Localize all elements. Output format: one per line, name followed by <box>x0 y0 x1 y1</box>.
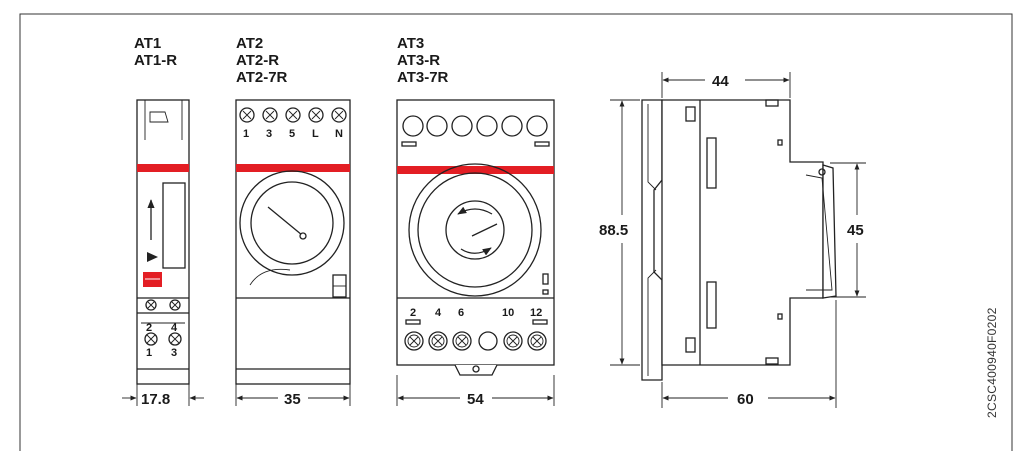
at1-label-line1: AT1 <box>134 35 161 52</box>
at2-label-line1: AT2 <box>236 35 263 52</box>
at3-terminal-6: 6 <box>458 307 464 319</box>
document-code: 2CSC400940F0202 <box>985 307 999 418</box>
at3-top-terminal-covers <box>402 115 548 137</box>
at1-terminal-screws <box>144 299 182 346</box>
at2-terminal-screws <box>239 107 347 123</box>
at2-dial-pointer <box>267 206 303 236</box>
at3-module: AT3 AT3-R AT3-7R 2 4 6 10 12 <box>396 35 555 408</box>
at3-din-clip <box>454 364 498 376</box>
at2-label-line3: AT2-7R <box>236 69 288 86</box>
side-view: 88.5 45 44 60 <box>599 72 866 408</box>
at1-terminal-2: 2 <box>146 322 152 334</box>
at3-terminal-screws <box>404 331 547 351</box>
at2-terminal-L: L <box>312 128 319 140</box>
page-border <box>19 13 1013 451</box>
at2-label-line2: AT2-R <box>236 52 279 69</box>
side-view-back-clip <box>641 99 663 381</box>
at1-width-dimension: 17.8 <box>141 391 170 408</box>
side-view-body <box>661 99 824 366</box>
at1-pointer-icon <box>147 252 158 262</box>
at1-module: AT1 AT1-R 2 4 1 3 17.8 <box>122 35 204 408</box>
at3-terminal-12: 12 <box>530 307 542 319</box>
at3-terminal-10: 10 <box>502 307 514 319</box>
at1-label-line2: AT1-R <box>134 52 177 69</box>
at2-terminal-1: 1 <box>243 128 249 140</box>
at2-dial-inner <box>250 181 334 265</box>
at3-terminal-2: 2 <box>410 307 416 319</box>
at2-dial-outer <box>239 170 345 276</box>
at3-terminal-4: 4 <box>435 307 442 319</box>
at1-terminal-4: 4 <box>171 322 178 334</box>
at2-body <box>235 99 351 385</box>
at3-width-dimension: 54 <box>467 391 484 408</box>
at2-width-dimension: 35 <box>284 391 301 408</box>
at3-rotate-arrow-icon-2 <box>460 247 492 256</box>
side-depth-top-dimension: 44 <box>712 73 729 90</box>
side-height-dimension: 88.5 <box>599 222 628 239</box>
at1-terminal-3: 3 <box>171 347 177 359</box>
at3-body <box>396 99 555 366</box>
at3-dial-outer <box>408 163 542 297</box>
at2-terminal-5: 5 <box>289 128 295 140</box>
at3-red-band <box>397 166 554 174</box>
at3-label-line3: AT3-7R <box>397 69 449 86</box>
side-front-height-dimension: 45 <box>847 222 864 239</box>
at2-module: AT2 AT2-R AT2-7R 1 3 5 L N <box>235 35 351 408</box>
side-view-knob <box>822 164 837 299</box>
at1-red-band <box>137 164 189 172</box>
at3-rotate-arrow-icon <box>457 206 493 215</box>
at3-dial-knob <box>445 200 505 260</box>
at2-terminal-3: 3 <box>266 128 272 140</box>
at3-label-line1: AT3 <box>397 35 424 52</box>
at2-terminal-N: N <box>335 128 343 140</box>
at2-red-band <box>236 164 350 172</box>
at3-label-line2: AT3-R <box>397 52 440 69</box>
at1-terminal-1: 1 <box>146 347 152 359</box>
at1-switch-window <box>162 182 186 269</box>
side-depth-total-dimension: 60 <box>737 391 754 408</box>
at3-dial-ring <box>417 172 533 288</box>
